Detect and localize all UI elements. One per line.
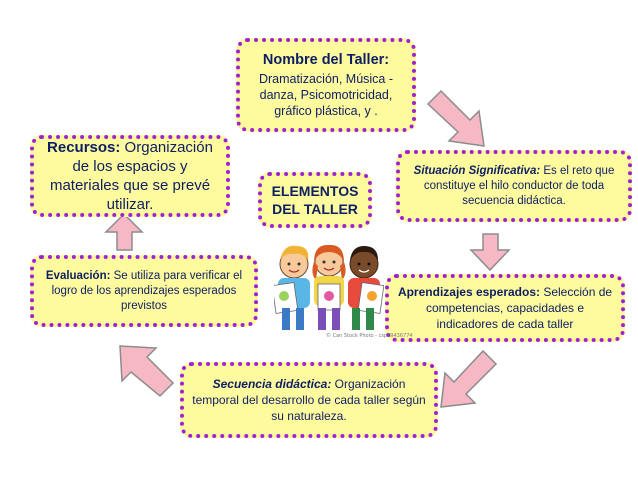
situacion-significativa-box: Situación Significativa: Es el reto que … <box>396 150 632 222</box>
children-artwork-icon <box>274 244 384 330</box>
elementos-del-taller-box: ELEMENTOS DEL TALLER <box>258 172 372 228</box>
nombre-line3: gráfico plástica, y . <box>274 103 378 118</box>
nombre-taller-box: Nombre del Taller: Dramatización, Música… <box>236 38 416 132</box>
evaluacion-box: Evaluación: Se utiliza para verificar el… <box>30 255 258 327</box>
aprendizajes-esperados-box: Aprendizajes esperados: Selección de com… <box>385 274 625 342</box>
arrow-nombre-to-situacion <box>426 89 485 147</box>
elementos-line2: DEL TALLER <box>272 201 358 217</box>
aprendizajes-label: Aprendizajes esperados: <box>397 285 540 299</box>
elementos-line1: ELEMENTOS <box>271 183 359 199</box>
arrow-secuencia-to-evaluacion <box>119 345 175 398</box>
nombre-line1: Dramatización, Música - <box>258 71 394 86</box>
nombre-title: Nombre del Taller: <box>262 51 390 68</box>
evaluacion-text: Se utiliza para verificar el logro de lo… <box>51 269 243 312</box>
recursos-label: Recursos: <box>47 139 121 156</box>
aprendizajes-text: Selección de competencias, capacidades e… <box>425 285 613 331</box>
secuencia-didactica-box: Secuencia didáctica: Organización tempor… <box>180 362 438 438</box>
child-2-illustration <box>312 244 346 330</box>
situacion-text: Es el reto que constituye el hilo conduc… <box>423 164 615 207</box>
situacion-label: Situación Significativa: <box>413 164 541 177</box>
secuencia-label: Secuencia didáctica: <box>212 377 332 391</box>
recursos-text: Organización de los espacios y materiale… <box>49 139 213 213</box>
recursos-box: Recursos: Organización de los espacios y… <box>30 135 230 217</box>
secuencia-text: Organización temporal del desarrollo de … <box>192 377 426 423</box>
evaluacion-label: Evaluación: <box>45 269 111 282</box>
child-3-illustration <box>348 246 384 330</box>
image-credit: © Can Stock Photo - csp19436774 <box>326 333 413 339</box>
arrow-aprendizajes-to-secuencia <box>440 349 498 408</box>
arrow-evaluacion-to-recursos <box>104 212 144 251</box>
arrow-situacion-to-aprendizajes <box>469 233 511 272</box>
nombre-line2: danza, Psicomotricidad, <box>259 87 393 102</box>
child-1-illustration <box>274 245 310 330</box>
